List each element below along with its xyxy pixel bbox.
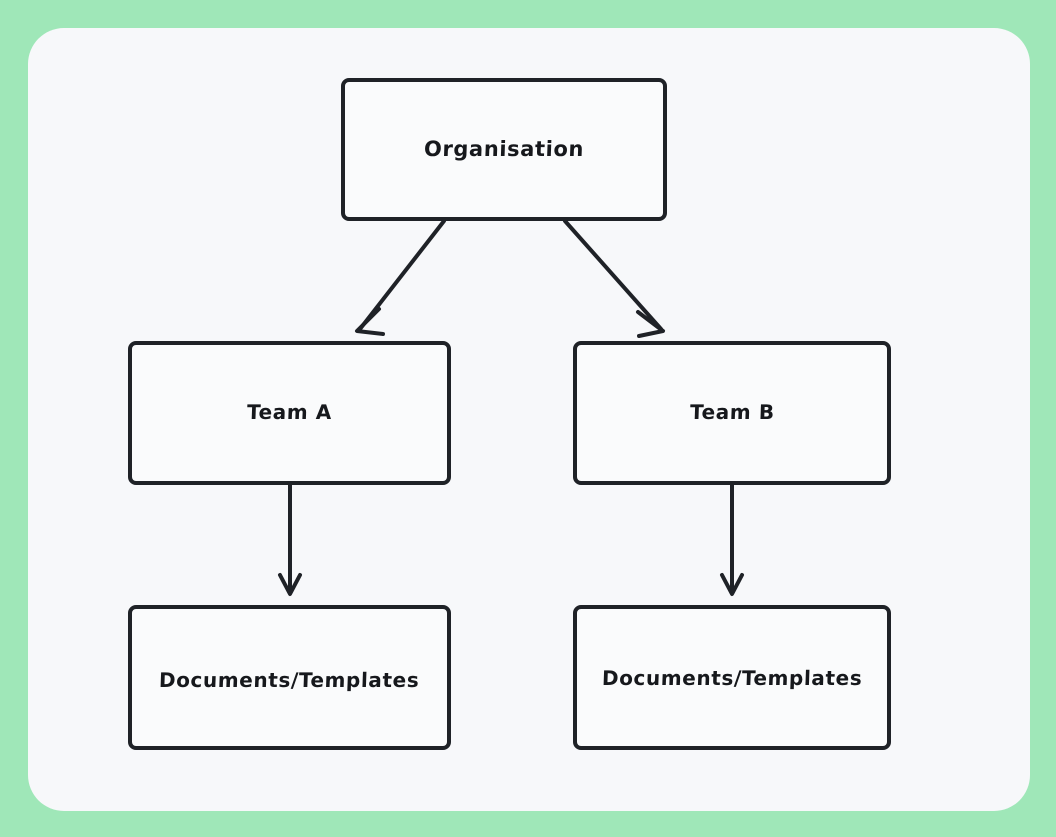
node-team-b-label: Team B [689, 400, 775, 424]
node-organisation-label: Organisation [423, 136, 585, 161]
node-organisation[interactable]: Organisation [341, 78, 667, 221]
edge-team-b-to-docs-right [720, 483, 744, 596]
edge-organisation-to-team-b [563, 219, 665, 338]
node-team-b[interactable]: Team B [573, 341, 891, 485]
edge-organisation-to-team-a [355, 219, 446, 336]
node-documents-templates-left[interactable]: Documents/Templates [128, 605, 451, 750]
node-documents-templates-right[interactable]: Documents/Templates [573, 605, 891, 750]
node-team-a-label: Team A [246, 400, 333, 424]
node-team-a[interactable]: Team A [128, 341, 451, 485]
edge-team-a-to-docs-left [278, 483, 302, 596]
node-documents-templates-left-label: Documents/Templates [158, 667, 421, 692]
node-documents-templates-right-label: Documents/Templates [601, 665, 863, 690]
